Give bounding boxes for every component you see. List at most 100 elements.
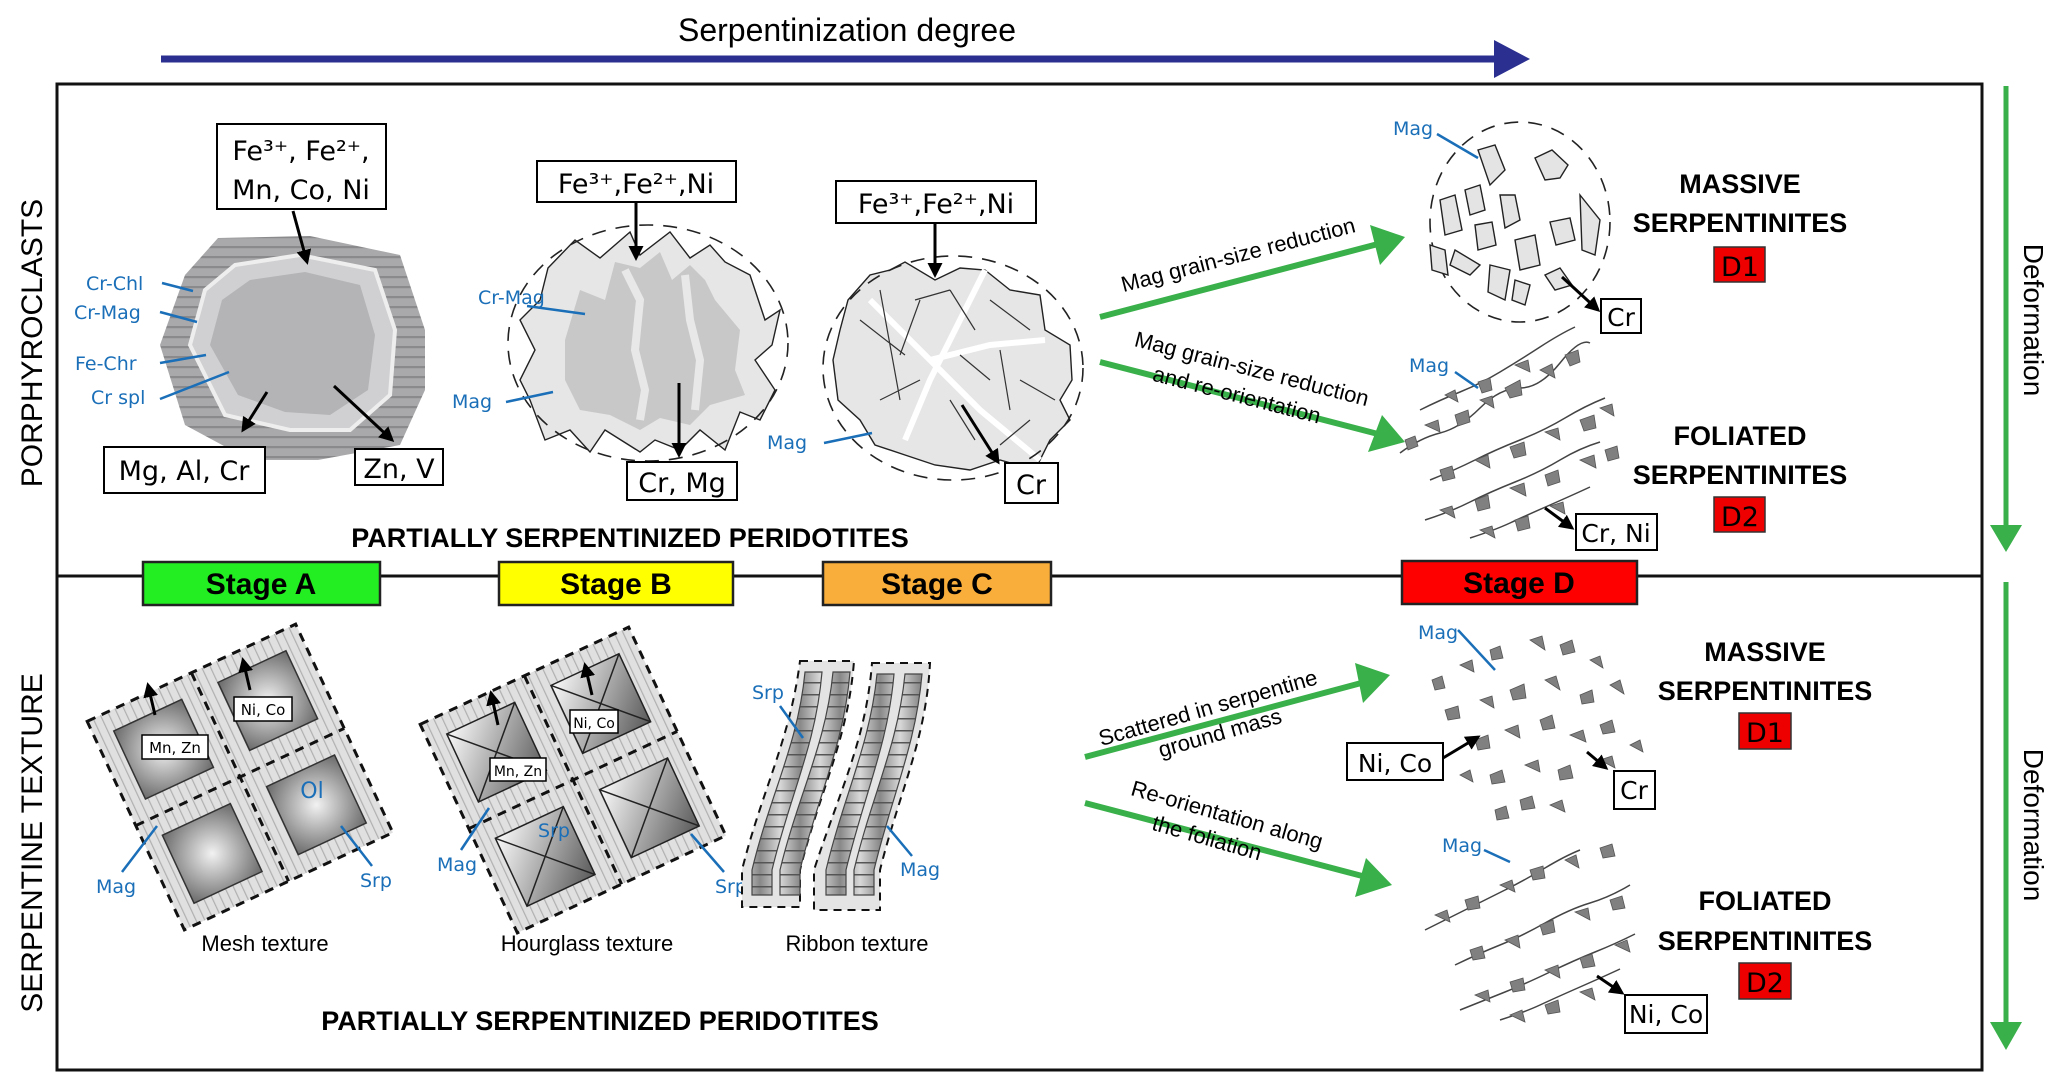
top-row-footer: PARTIALLY SERPENTINIZED PERIDOTITES bbox=[351, 523, 909, 553]
badge-d1-label: D1 bbox=[1746, 718, 1784, 749]
badge-d2-label: D2 bbox=[1721, 502, 1759, 533]
foliated-title-line2: SERPENTINITES bbox=[1633, 460, 1848, 490]
mineral-label-cr-chl: Cr-Chl bbox=[86, 273, 143, 295]
stage-c-output: Cr bbox=[1016, 470, 1047, 501]
arrow-out-icon bbox=[1560, 275, 1601, 313]
arrow-in-icon bbox=[291, 210, 312, 265]
serpentinization-axis: Serpentinization degree bbox=[161, 12, 1530, 78]
deformation-badge-d2 bbox=[1738, 962, 1792, 1000]
mineral-label-srp: Srp bbox=[752, 682, 784, 704]
grain-outline bbox=[832, 261, 1073, 471]
mineral-label-srp: Srp bbox=[360, 870, 392, 892]
stage-c-input-box bbox=[835, 180, 1037, 224]
grain-boundary bbox=[1429, 121, 1611, 323]
stage-c-output-box bbox=[1004, 462, 1059, 504]
massive-serpentinite-top: Mag Cr MASSIVE SERPENTINITES D1 bbox=[1393, 118, 1848, 334]
deformation-badge-d1 bbox=[1738, 712, 1792, 750]
row-label-serpentine-texture: SERPENTINE TEXTURE bbox=[16, 673, 49, 1013]
mineral-label-mag: Mag bbox=[1393, 118, 1433, 140]
process-arrow-foliated-top: Mag grain-size reduction and re-orientat… bbox=[1099, 326, 1405, 452]
foliated-serpentinite-top: Mag Cr, Ni FOLIATED SERPENTINITES D2 bbox=[1399, 326, 1848, 551]
massive-title-line1: MASSIVE bbox=[1679, 169, 1801, 199]
arrow-out-icon bbox=[241, 391, 269, 433]
mesh-output-left: Mn, Zn bbox=[149, 739, 201, 757]
arrow-out-icon bbox=[580, 662, 596, 696]
mesh-caption: Mesh texture bbox=[201, 931, 328, 956]
mineral-label-mag: Mag bbox=[900, 859, 940, 881]
grain-boundary bbox=[822, 255, 1084, 481]
porphyroclast-stage-a: Fe³⁺, Fe²⁺, Mn, Co, Ni Mg, Al, Cr Zn, V … bbox=[74, 123, 444, 494]
stage-bar: Stage A Stage B Stage C Stage D bbox=[141, 559, 1639, 607]
massive-output: Cr bbox=[1620, 776, 1648, 805]
porphyroclast-stage-c: Fe³⁺,Fe²⁺,Ni Cr Mag bbox=[767, 180, 1084, 504]
mesh-texture: Mn, Zn Ni, Co Ol Mag Srp Mesh texture bbox=[85, 622, 395, 956]
arrow-down-icon bbox=[1990, 525, 2022, 552]
ribbon-caption: Ribbon texture bbox=[785, 931, 928, 956]
arrow-right-icon bbox=[1370, 225, 1405, 265]
magnetite-chips bbox=[1434, 843, 1631, 1023]
foliated-output-box bbox=[1575, 513, 1658, 551]
olivine-cell bbox=[161, 802, 264, 905]
arrow-out-icon bbox=[486, 690, 501, 726]
massive-title-line2: SERPENTINITES bbox=[1633, 208, 1848, 238]
stage-a-output-right-box bbox=[354, 448, 444, 486]
deformation-label-top: Deformation bbox=[2018, 244, 2049, 397]
stage-a-input-line2: Mn, Co, Ni bbox=[232, 175, 370, 206]
ribbon-pair-left bbox=[741, 660, 856, 908]
arrow-down-icon bbox=[1990, 1022, 2022, 1050]
axis-arrowhead-icon bbox=[1494, 40, 1530, 78]
mineral-label-mag: Mag bbox=[1409, 355, 1449, 377]
magnetite-fragments bbox=[1429, 144, 1601, 306]
hourglass-output-top: Ni, Co bbox=[573, 716, 615, 732]
stage-b-output-box bbox=[626, 461, 738, 501]
badge-d2-label: D2 bbox=[1746, 968, 1784, 999]
arrow-right-icon bbox=[1355, 858, 1392, 897]
massive-output-box bbox=[1613, 770, 1656, 810]
ribbon-pair-right bbox=[813, 662, 932, 911]
axis-title: Serpentinization degree bbox=[678, 12, 1016, 48]
mineral-label-ol: Ol bbox=[300, 779, 323, 804]
stage-b-output: Cr, Mg bbox=[638, 468, 726, 499]
mineral-label-cr-spl: Cr spl bbox=[91, 387, 145, 409]
foliated-title-line1: FOLIATED bbox=[1674, 421, 1807, 451]
foliated-output: Cr, Ni bbox=[1581, 519, 1650, 548]
foliated-output-box bbox=[1624, 994, 1708, 1034]
deformation-arrow-bottom: Deformation bbox=[1990, 582, 2049, 1050]
stage-c-input: Fe³⁺,Fe²⁺,Ni bbox=[858, 189, 1014, 220]
arrow-right-icon bbox=[1368, 415, 1405, 452]
hourglass-caption: Hourglass texture bbox=[501, 931, 673, 956]
arrow-out-icon bbox=[1544, 506, 1575, 530]
massive-input: Ni, Co bbox=[1358, 749, 1432, 778]
cr-spl-core bbox=[210, 272, 375, 415]
massive-serpentinite-bottom: Mag Ni, Co Cr MASSIVE SERPENTINITES D1 bbox=[1346, 622, 1872, 821]
stage-c-label: Stage C bbox=[881, 568, 993, 601]
stage-b: Stage B bbox=[497, 560, 735, 607]
mineral-label-mag: Mag bbox=[437, 854, 477, 876]
stage-a-output-left: Mg, Al, Cr bbox=[119, 456, 251, 487]
deformation-badge-d2 bbox=[1713, 496, 1766, 533]
arrow-out-icon bbox=[332, 384, 395, 443]
stage-a-input-box bbox=[216, 123, 387, 210]
deformation-arrow-top: Deformation bbox=[1990, 86, 2049, 552]
arrow-out-icon bbox=[238, 657, 254, 691]
arrow-out-icon bbox=[1596, 974, 1625, 995]
massive-title-line1: MASSIVE bbox=[1704, 637, 1826, 667]
mineral-label-cr-mag: Cr-Mag bbox=[74, 302, 141, 324]
stage-d: Stage D bbox=[1400, 559, 1639, 606]
hourglass-texture: Mn, Zn Ni, Co Srp Mag Srp Hourglass text… bbox=[418, 625, 747, 956]
magnetite-chips bbox=[1431, 635, 1644, 821]
mineral-label-mag: Mag bbox=[1442, 835, 1482, 857]
magnetite-chips bbox=[1404, 349, 1620, 539]
mesh-output-top: Ni, Co bbox=[241, 701, 286, 719]
arrow-right-icon bbox=[1355, 663, 1390, 703]
bottom-row-footer: PARTIALLY SERPENTINIZED PERIDOTITES bbox=[321, 1006, 879, 1036]
stage-b-input: Fe³⁺,Fe²⁺,Ni bbox=[558, 169, 714, 200]
mineral-label-fe-chr: Fe-Chr bbox=[75, 353, 137, 375]
mineral-label-mag: Mag bbox=[96, 876, 136, 898]
stage-b-input-box bbox=[536, 160, 737, 203]
stage-a-output-left-box bbox=[103, 446, 266, 494]
olivine-cell bbox=[265, 753, 368, 856]
mineral-label-mag: Mag bbox=[1418, 622, 1458, 644]
stage-a-output-right: Zn, V bbox=[363, 454, 435, 485]
